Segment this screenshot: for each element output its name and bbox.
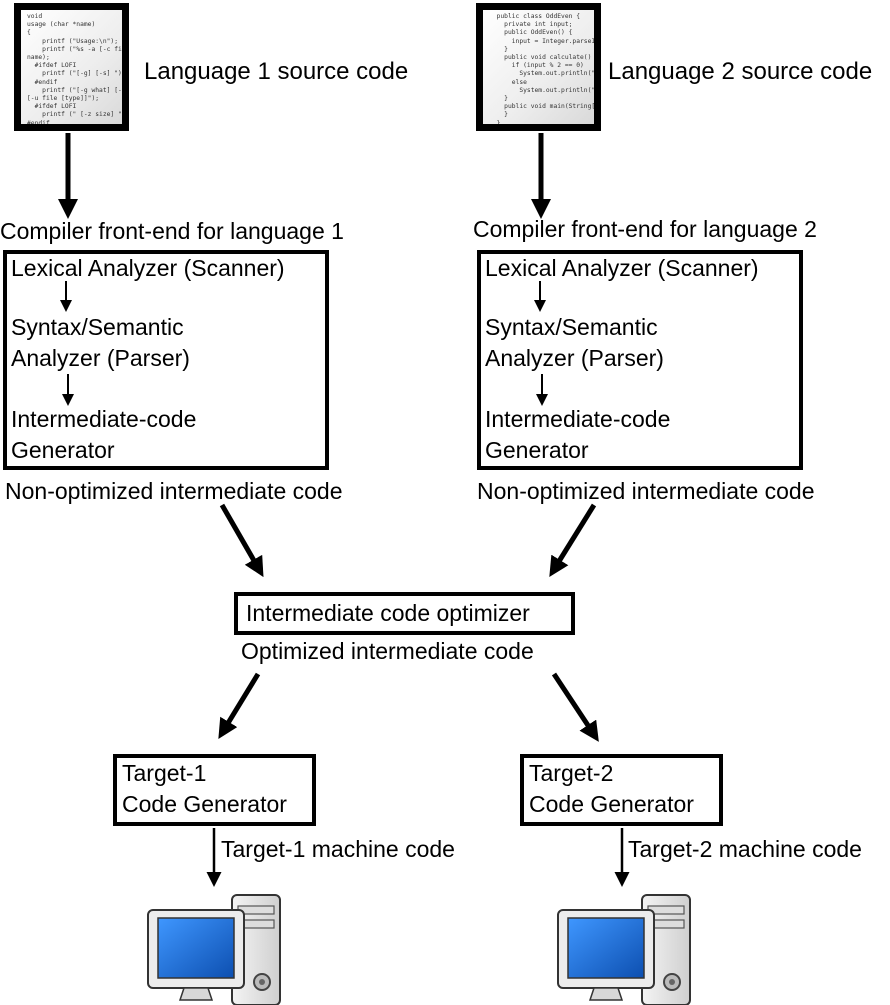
backend-1-output-label: Target-1 machine code bbox=[221, 836, 455, 862]
optimizer-output-label: Optimized intermediate code bbox=[241, 638, 534, 664]
frontend-1-parser-line1: Syntax/Semantic bbox=[11, 314, 184, 340]
backend-1-line2: Code Generator bbox=[122, 791, 287, 817]
language-2-source-caption: Language 2 source code bbox=[608, 58, 873, 85]
backend-2-line1: Target-2 bbox=[529, 760, 614, 786]
computer-icon bbox=[557, 894, 691, 1005]
frontend-1-generator-line1: Intermediate-code bbox=[11, 406, 197, 432]
frontend-1-parser-line2: Analyzer (Parser) bbox=[11, 345, 190, 371]
language-1-source-caption: Language 1 source code bbox=[144, 58, 409, 85]
frontend-1-title: Compiler front-end for language 1 bbox=[0, 218, 344, 244]
frontend-1-output-label: Non-optimized intermediate code bbox=[5, 478, 343, 504]
backend-2-output-label: Target-2 machine code bbox=[628, 836, 862, 862]
backend-2-line2: Code Generator bbox=[529, 791, 694, 817]
language-2-source-document-icon: public class OddEven { private int input… bbox=[476, 3, 601, 131]
frontend-2-scanner: Lexical Analyzer (Scanner) bbox=[485, 255, 759, 281]
backend-1-line1: Target-1 bbox=[122, 760, 207, 786]
optimizer-box bbox=[234, 592, 575, 635]
frontend-1-scanner: Lexical Analyzer (Scanner) bbox=[11, 255, 285, 281]
language-1-source-document-icon: void usage (char *name) { printf ("Usage… bbox=[14, 3, 129, 131]
arrow-icon bbox=[219, 503, 264, 578]
optimizer-label: Intermediate code optimizer bbox=[246, 600, 530, 626]
frontend-2-title: Compiler front-end for language 2 bbox=[473, 216, 817, 242]
language-2-code-text: public class OddEven { private int input… bbox=[496, 13, 599, 127]
frontend-2-generator-line2: Generator bbox=[485, 437, 589, 463]
computer-icon bbox=[147, 894, 281, 1005]
arrow-icon bbox=[218, 672, 261, 739]
backend-1-box bbox=[113, 754, 316, 826]
arrow-icon bbox=[551, 672, 599, 742]
arrow-icon bbox=[549, 503, 597, 577]
frontend-2-parser-line2: Analyzer (Parser) bbox=[485, 345, 664, 371]
frontend-2-parser-line1: Syntax/Semantic bbox=[485, 314, 658, 340]
language-1-code-text: void usage (char *name) { printf ("Usage… bbox=[27, 13, 129, 127]
backend-2-box bbox=[520, 754, 723, 826]
frontend-1-generator-line2: Generator bbox=[11, 437, 115, 463]
frontend-1-box bbox=[3, 250, 329, 470]
frontend-2-generator-line1: Intermediate-code bbox=[485, 406, 671, 432]
frontend-2-box bbox=[477, 250, 803, 470]
frontend-2-output-label: Non-optimized intermediate code bbox=[477, 478, 815, 504]
